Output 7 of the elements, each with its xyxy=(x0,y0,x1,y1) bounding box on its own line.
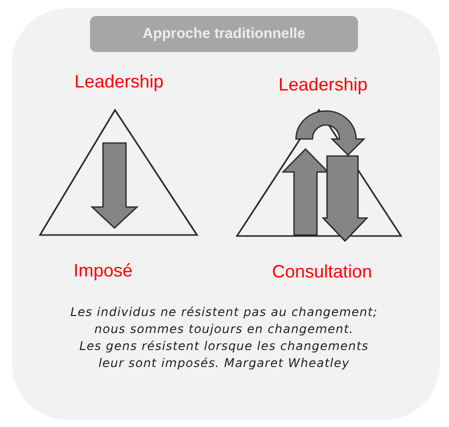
node-heading: Leadership xyxy=(278,74,368,96)
quote-text: Les individus ne résistent pas au changement; nous sommes toujours en changement. xyxy=(70,304,378,338)
title: Approche traditionnelle xyxy=(90,16,358,52)
node-caption: Imposé xyxy=(73,260,133,282)
quote-text: Les gens résistent lorsque les changements leur sont imposés. Margaret Wheatley xyxy=(78,338,370,372)
node-caption: Consultation xyxy=(272,262,372,282)
node-heading: Leadership xyxy=(74,72,164,92)
